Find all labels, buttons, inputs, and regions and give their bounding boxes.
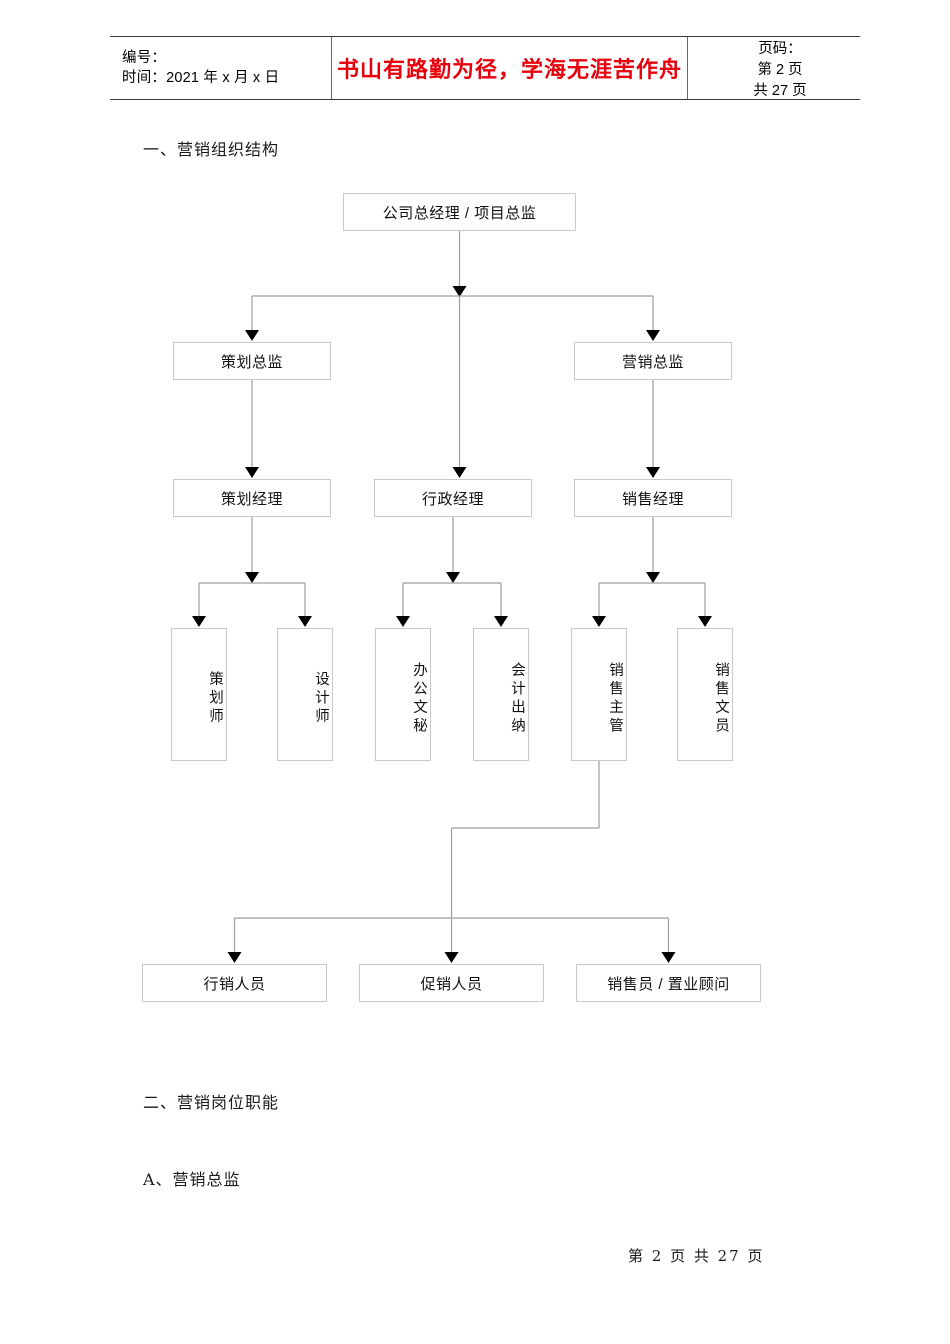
arrowhead-icon <box>453 467 467 478</box>
org-node-n3: 策划经理 <box>173 479 331 517</box>
org-node-label: 策划经理 <box>221 488 283 509</box>
org-node-label: 销售文员 <box>711 662 732 736</box>
arrowhead-icon <box>396 616 410 627</box>
arrowhead-icon <box>298 616 312 627</box>
arrowhead-icon <box>228 952 242 963</box>
org-node-label: 销售主管 <box>605 662 626 736</box>
arrowhead-icon <box>245 572 259 583</box>
org-node-n10: 销售主管 <box>571 628 627 761</box>
org-node-n0: 公司总经理 / 项目总监 <box>343 193 576 231</box>
arrowhead-icon <box>245 467 259 478</box>
arrowhead-icon <box>192 616 206 627</box>
arrowhead-icon <box>646 330 660 341</box>
org-node-n7: 设计师 <box>277 628 333 761</box>
org-node-label: 公司总经理 / 项目总监 <box>383 202 537 223</box>
arrowhead-icon <box>494 616 508 627</box>
org-node-label: 设计师 <box>311 671 332 727</box>
arrowhead-icon <box>453 286 467 297</box>
org-node-n5: 销售经理 <box>574 479 732 517</box>
arrowhead-icon <box>592 616 606 627</box>
org-node-label: 销售经理 <box>622 488 684 509</box>
org-node-n2: 营销总监 <box>574 342 732 380</box>
org-node-n12: 行销人员 <box>142 964 327 1002</box>
org-node-n1: 策划总监 <box>173 342 331 380</box>
org-node-label: 促销人员 <box>420 973 482 994</box>
org-node-n9: 会计出纳 <box>473 628 529 761</box>
org-node-label: 营销总监 <box>622 351 684 372</box>
section-heading-2: 二、营销岗位职能 <box>143 1089 279 1113</box>
arrowhead-icon <box>446 572 460 583</box>
page-footer: 第 2 页 共 27 页 <box>628 1245 764 1266</box>
org-node-label: 行政经理 <box>422 488 484 509</box>
arrowhead-icon <box>646 467 660 478</box>
org-node-label: 销售员 / 置业顾问 <box>607 973 730 994</box>
arrowhead-icon <box>698 616 712 627</box>
section-heading-3: A、营销总监 <box>143 1166 241 1190</box>
arrowhead-icon <box>445 952 459 963</box>
arrowhead-icon <box>646 572 660 583</box>
org-node-label: 会计出纳 <box>507 662 528 736</box>
org-node-n13: 促销人员 <box>359 964 544 1002</box>
org-node-n8: 办公文秘 <box>375 628 431 761</box>
org-node-n14: 销售员 / 置业顾问 <box>576 964 761 1002</box>
org-node-n4: 行政经理 <box>374 479 532 517</box>
org-chart: 公司总经理 / 项目总监策划总监 营销总监策划经理 行政经理 销售经理策划师 设计师 办公… <box>0 0 950 1060</box>
org-node-n11: 销售文员 <box>677 628 733 761</box>
org-node-label: 策划总监 <box>221 351 283 372</box>
arrowhead-icon <box>245 330 259 341</box>
org-chart-connectors <box>0 0 950 1060</box>
arrowhead-icon <box>662 952 676 963</box>
org-node-n6: 策划师 <box>171 628 227 761</box>
org-node-label: 办公文秘 <box>409 662 430 736</box>
org-node-label: 策划师 <box>205 671 226 727</box>
org-node-label: 行销人员 <box>203 973 265 994</box>
